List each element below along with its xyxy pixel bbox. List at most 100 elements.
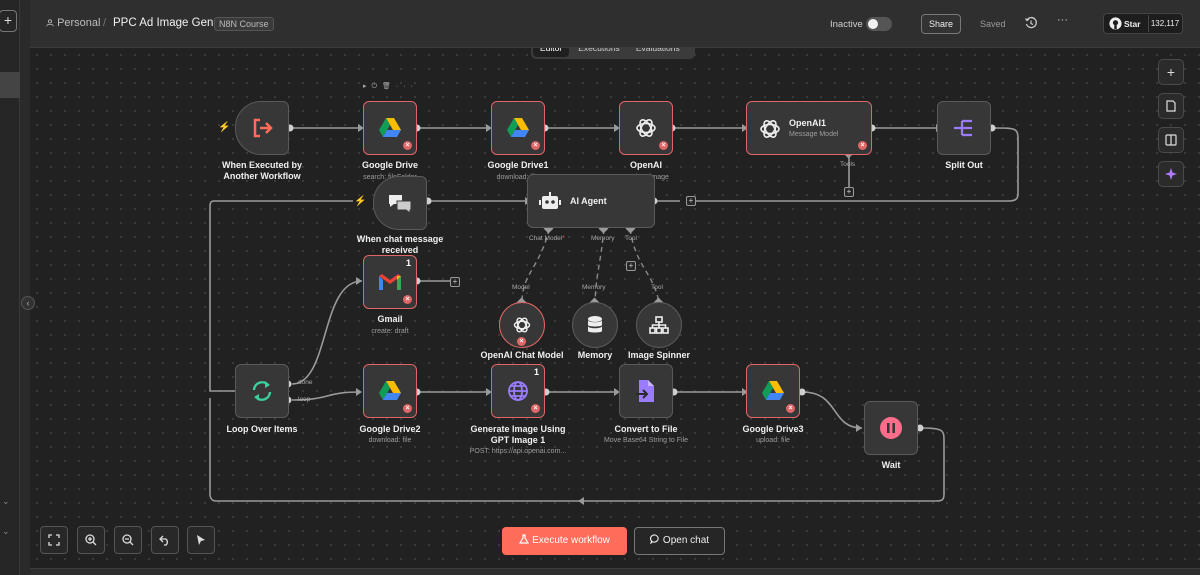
more-options-icon[interactable]: ··· [1057, 14, 1068, 26]
node-generate-image[interactable]: 1 × [491, 364, 545, 418]
fit-view-icon [48, 534, 60, 546]
port-label-model: Model [512, 284, 530, 291]
breadcrumb-project[interactable]: Personal [46, 17, 100, 29]
logs-panel-collapsed[interactable] [30, 568, 1200, 575]
note-icon [1166, 100, 1176, 112]
edge[interactable] [291, 391, 361, 401]
node-chat-trigger[interactable] [373, 176, 427, 230]
zoom-in-button[interactable] [77, 526, 105, 554]
node-google-drive3[interactable]: × [746, 364, 800, 418]
chat-bubbles-icon [389, 195, 412, 214]
chevron-down-icon[interactable]: ⌄ [2, 496, 10, 506]
node-ai-agent[interactable]: AI Agent [527, 174, 655, 228]
edge[interactable] [801, 391, 863, 429]
collapse-sidebar-button[interactable]: ‹ [21, 296, 35, 310]
node-label: Convert to File [614, 424, 678, 434]
node-openai1[interactable]: OpenAI1 Message Model × [746, 101, 872, 155]
error-icon: × [858, 141, 867, 150]
google-drive-icon [762, 381, 784, 400]
tab-evaluations[interactable]: Evaluations [635, 48, 680, 53]
node-gmail[interactable]: 1 × [363, 255, 417, 309]
add-tool-button[interactable]: + [626, 261, 636, 271]
node-subtitle: Move Base64 String to File [603, 437, 689, 444]
node-title: AI Agent [570, 196, 607, 206]
open-chat-button[interactable]: Open chat [634, 527, 725, 555]
cursor-icon [197, 535, 205, 545]
trigger-bolt-icon: ⚡ [354, 196, 367, 207]
top-header: Personal / PPC Ad Image Gen N8N Course I… [30, 0, 1200, 48]
sidebar-add-button[interactable]: + [0, 10, 17, 32]
node-label: OpenAI [629, 160, 662, 170]
database-icon [588, 316, 602, 333]
robot-icon [539, 192, 561, 209]
add-node-after-button[interactable]: + [450, 277, 460, 287]
error-icon: × [531, 404, 540, 413]
edge[interactable] [209, 200, 353, 392]
edge[interactable] [690, 127, 1019, 202]
node-google-drive2[interactable]: × [363, 364, 417, 418]
node-convert-to-file[interactable] [619, 364, 673, 418]
edge[interactable] [291, 280, 363, 385]
edge[interactable] [209, 398, 945, 502]
zoom-out-button[interactable] [114, 526, 142, 554]
add-tool-button[interactable]: + [844, 187, 854, 197]
node-label: Image Spinner [627, 350, 690, 360]
tidy-up-button[interactable] [187, 526, 215, 554]
node-label: Wait [881, 460, 901, 470]
workflow-canvas[interactable]: Editor Executions Evaluations + ▸⏻🗑··· ⚡… [30, 48, 1200, 575]
execute-workflow-label: Execute workflow [532, 535, 610, 546]
sticky-note-button[interactable] [1158, 93, 1184, 119]
workflow-status: Inactive [830, 19, 863, 30]
node-label: When chat message received [340, 234, 460, 256]
breadcrumb-separator: / [103, 17, 107, 29]
node-subtitle: create: draft [371, 328, 409, 335]
openai-icon [760, 120, 780, 138]
workflow-tag[interactable]: N8N Course [214, 17, 274, 31]
share-button[interactable]: Share [921, 14, 961, 34]
node-google-drive1[interactable]: × [491, 101, 545, 155]
sub-edge[interactable] [594, 228, 605, 304]
open-chat-label: Open chat [662, 535, 710, 546]
node-hover-toolbar[interactable]: ▸⏻🗑··· [363, 83, 418, 90]
fit-view-button[interactable] [40, 526, 68, 554]
node-google-drive[interactable]: × [363, 101, 417, 155]
node-image-spinner[interactable] [636, 302, 682, 348]
node-memory[interactable] [572, 302, 618, 348]
node-loop-over-items[interactable] [235, 364, 289, 418]
tab-executions[interactable]: Executions [578, 48, 620, 53]
sidebar-active-item[interactable] [0, 72, 20, 98]
sub-edge[interactable] [521, 228, 550, 304]
node-execute-workflow-trigger[interactable] [235, 101, 289, 155]
node-openai[interactable]: × [619, 101, 673, 155]
add-node-after-button[interactable]: + [686, 196, 696, 206]
error-icon: × [659, 141, 668, 150]
tab-editor[interactable]: Editor [533, 48, 570, 57]
workflow-title[interactable]: PPC Ad Image Gen [113, 17, 214, 29]
node-subtitle: POST: https://api.openai.com... [469, 448, 567, 455]
error-icon: × [403, 141, 412, 150]
port-label-chat-model: Chat Model* [529, 235, 565, 242]
node-subtitle: download: file [496, 174, 540, 181]
node-label: Loop Over Items [226, 424, 298, 434]
node-label-line: When Executed by [221, 160, 302, 170]
add-node-button[interactable]: + [1158, 59, 1184, 85]
github-star-button[interactable]: Star 132,117 [1103, 13, 1183, 34]
ai-assistant-button[interactable] [1158, 161, 1184, 187]
sparkle-icon [1165, 168, 1177, 180]
node-wait[interactable] [864, 401, 918, 455]
breadcrumb-project-label: Personal [57, 17, 101, 29]
undo-button[interactable] [151, 526, 179, 554]
node-label-line: Another Workflow [223, 171, 301, 181]
chevron-down-icon[interactable]: ⌄ [2, 526, 10, 536]
execute-workflow-button[interactable]: Execute workflow [502, 527, 627, 555]
node-split-out[interactable] [937, 101, 991, 155]
port-label-memory: Memory [582, 284, 606, 291]
node-openai-chat-model[interactable]: × [499, 302, 545, 348]
node-label: Google Drive2 [359, 424, 421, 434]
history-icon[interactable] [1024, 16, 1038, 30]
sub-edge[interactable] [629, 228, 660, 304]
active-toggle[interactable] [866, 17, 892, 31]
user-icon [46, 19, 54, 27]
panel-toggle-button[interactable] [1158, 127, 1184, 153]
